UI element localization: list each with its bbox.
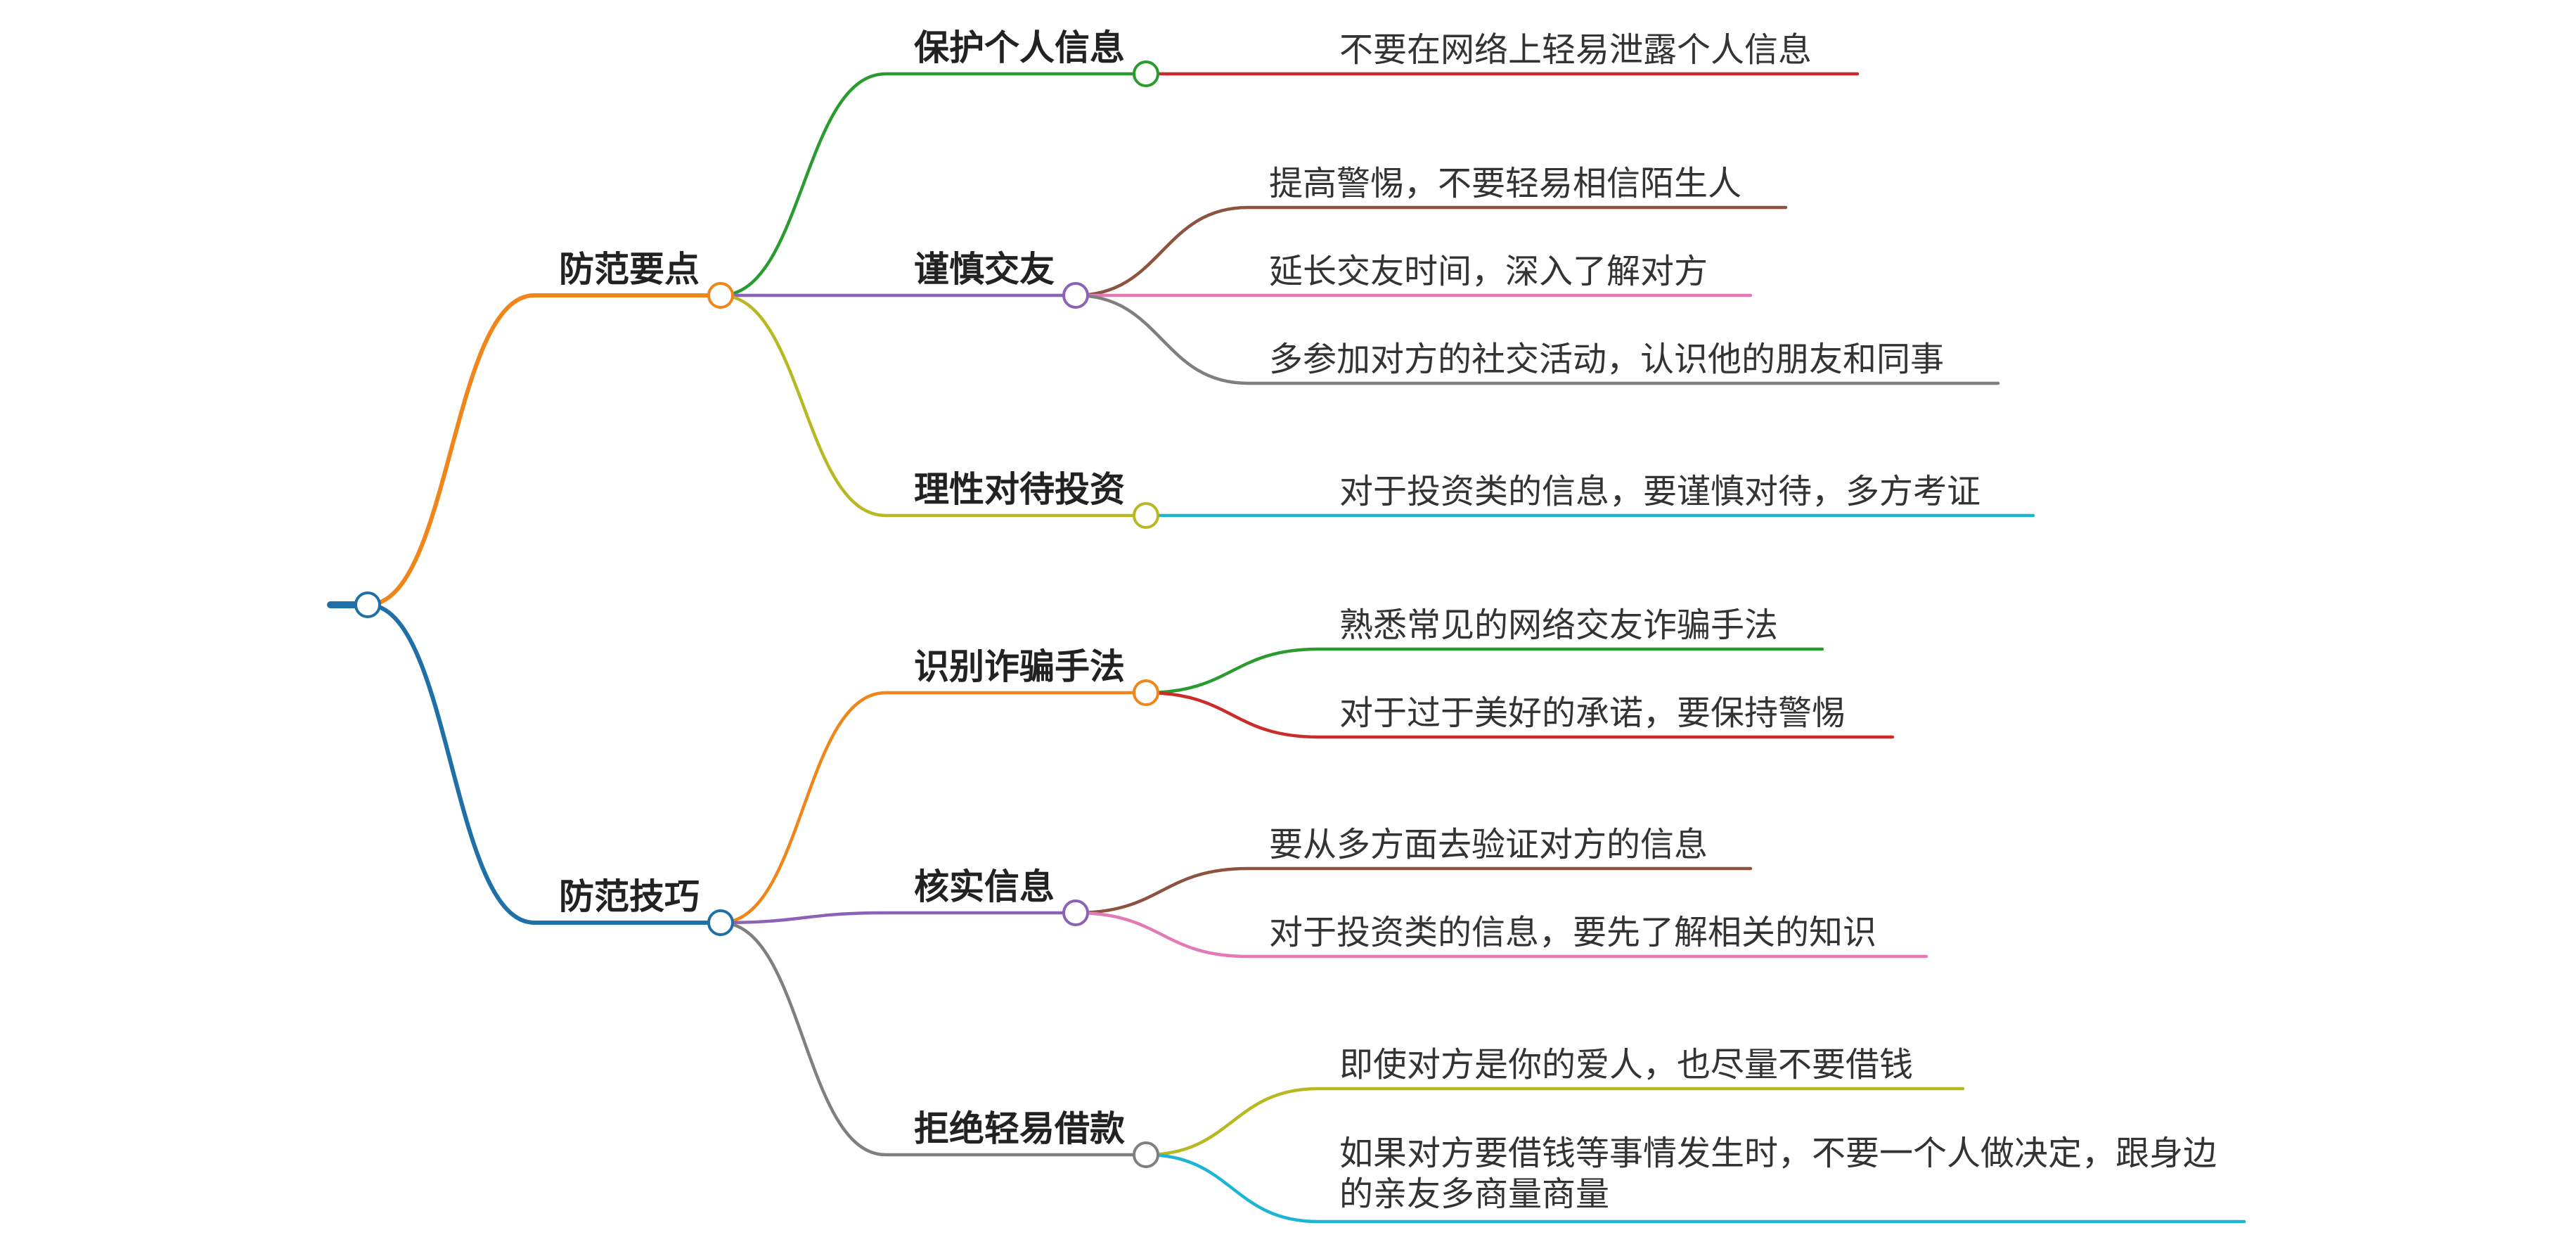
topic-label-1-3[interactable]: 理性对待投资 bbox=[914, 469, 1125, 510]
topic-node-2-1[interactable] bbox=[1133, 679, 1159, 706]
topic-edge-1-3 bbox=[719, 293, 1148, 518]
topic-label-2-1[interactable]: 识别诈骗手法 bbox=[914, 646, 1125, 687]
topic-node-2-2[interactable] bbox=[1062, 899, 1089, 926]
topic-edge-2-3 bbox=[719, 921, 1148, 1157]
topic-node-1-3[interactable] bbox=[1133, 502, 1159, 529]
topic-label-1-1[interactable]: 保护个人信息 bbox=[914, 27, 1125, 68]
topic-label-2-3[interactable]: 拒绝轻易借款 bbox=[914, 1108, 1125, 1149]
topic-edge-2-2 bbox=[719, 911, 1078, 925]
leaf-edge-1-2-1 bbox=[1074, 205, 1788, 297]
branch-label-2[interactable]: 防范技巧 bbox=[559, 876, 700, 917]
branch-edge-2 bbox=[366, 603, 723, 925]
leaf-label-1-3-1[interactable]: 对于投资类的信息，要谨慎对待，多方考证 bbox=[1339, 472, 1981, 511]
edges-layer bbox=[327, 72, 2246, 1224]
topic-node-2-3[interactable] bbox=[1133, 1141, 1159, 1168]
leaf-label-1-2-3[interactable]: 多参加对方的社交活动，认识他的朋友和同事 bbox=[1269, 340, 1945, 379]
leaf-label-1-2-1[interactable]: 提高警惕，不要轻易相信陌生人 bbox=[1269, 164, 1742, 203]
leaf-label-2-3-1[interactable]: 即使对方是你的爱人，也尽量不要借钱 bbox=[1339, 1045, 1914, 1084]
leaf-label-2-2-2[interactable]: 对于投资类的信息，要先了解相关的知识 bbox=[1269, 913, 1877, 952]
leaf-label-1-2-2[interactable]: 延长交友时间，深入了解对方 bbox=[1269, 252, 1708, 291]
leaf-edge-2-1-2 bbox=[1144, 691, 1895, 739]
branch-edge-1 bbox=[366, 293, 723, 607]
root-node[interactable] bbox=[354, 591, 381, 618]
leaf-label-2-1-1[interactable]: 熟悉常见的网络交友诈骗手法 bbox=[1339, 606, 1779, 645]
topic-node-1-1[interactable] bbox=[1133, 60, 1159, 87]
leaf-edge-2-2-2 bbox=[1074, 911, 1928, 959]
leaf-edge-2-3-2 bbox=[1144, 1153, 2246, 1224]
leaf-edge-2-2-1 bbox=[1074, 866, 1753, 915]
branch-node-1[interactable] bbox=[707, 282, 734, 309]
branch-label-1[interactable]: 防范要点 bbox=[559, 249, 700, 290]
leaf-label-1-1-1[interactable]: 不要在网络上轻易泄露个人信息 bbox=[1339, 30, 1812, 70]
branch-node-2[interactable] bbox=[707, 909, 734, 936]
topic-label-1-2[interactable]: 谨慎交友 bbox=[914, 249, 1055, 290]
leaf-label-2-3-2[interactable]: 如果对方要借钱等事情发生时，不要一个人做决定，跟身边的亲友多商量商量 bbox=[1339, 1134, 2217, 1214]
topic-node-1-2[interactable] bbox=[1062, 282, 1089, 309]
topic-label-2-2[interactable]: 核实信息 bbox=[914, 866, 1055, 907]
leaf-label-2-1-2[interactable]: 对于过于美好的承诺，要保持警惕 bbox=[1339, 693, 1846, 733]
leaf-label-2-2-1[interactable]: 要从多方面去验证对方的信息 bbox=[1269, 825, 1708, 864]
leaf-edge-1-2-3 bbox=[1074, 293, 2000, 385]
topic-edge-1-1 bbox=[719, 72, 1148, 297]
leaf-edge-2-1-1 bbox=[1144, 647, 1824, 695]
topic-edge-2-1 bbox=[719, 691, 1148, 925]
leaf-edge-2-3-1 bbox=[1144, 1087, 1965, 1157]
nodes-layer bbox=[354, 60, 1159, 1168]
